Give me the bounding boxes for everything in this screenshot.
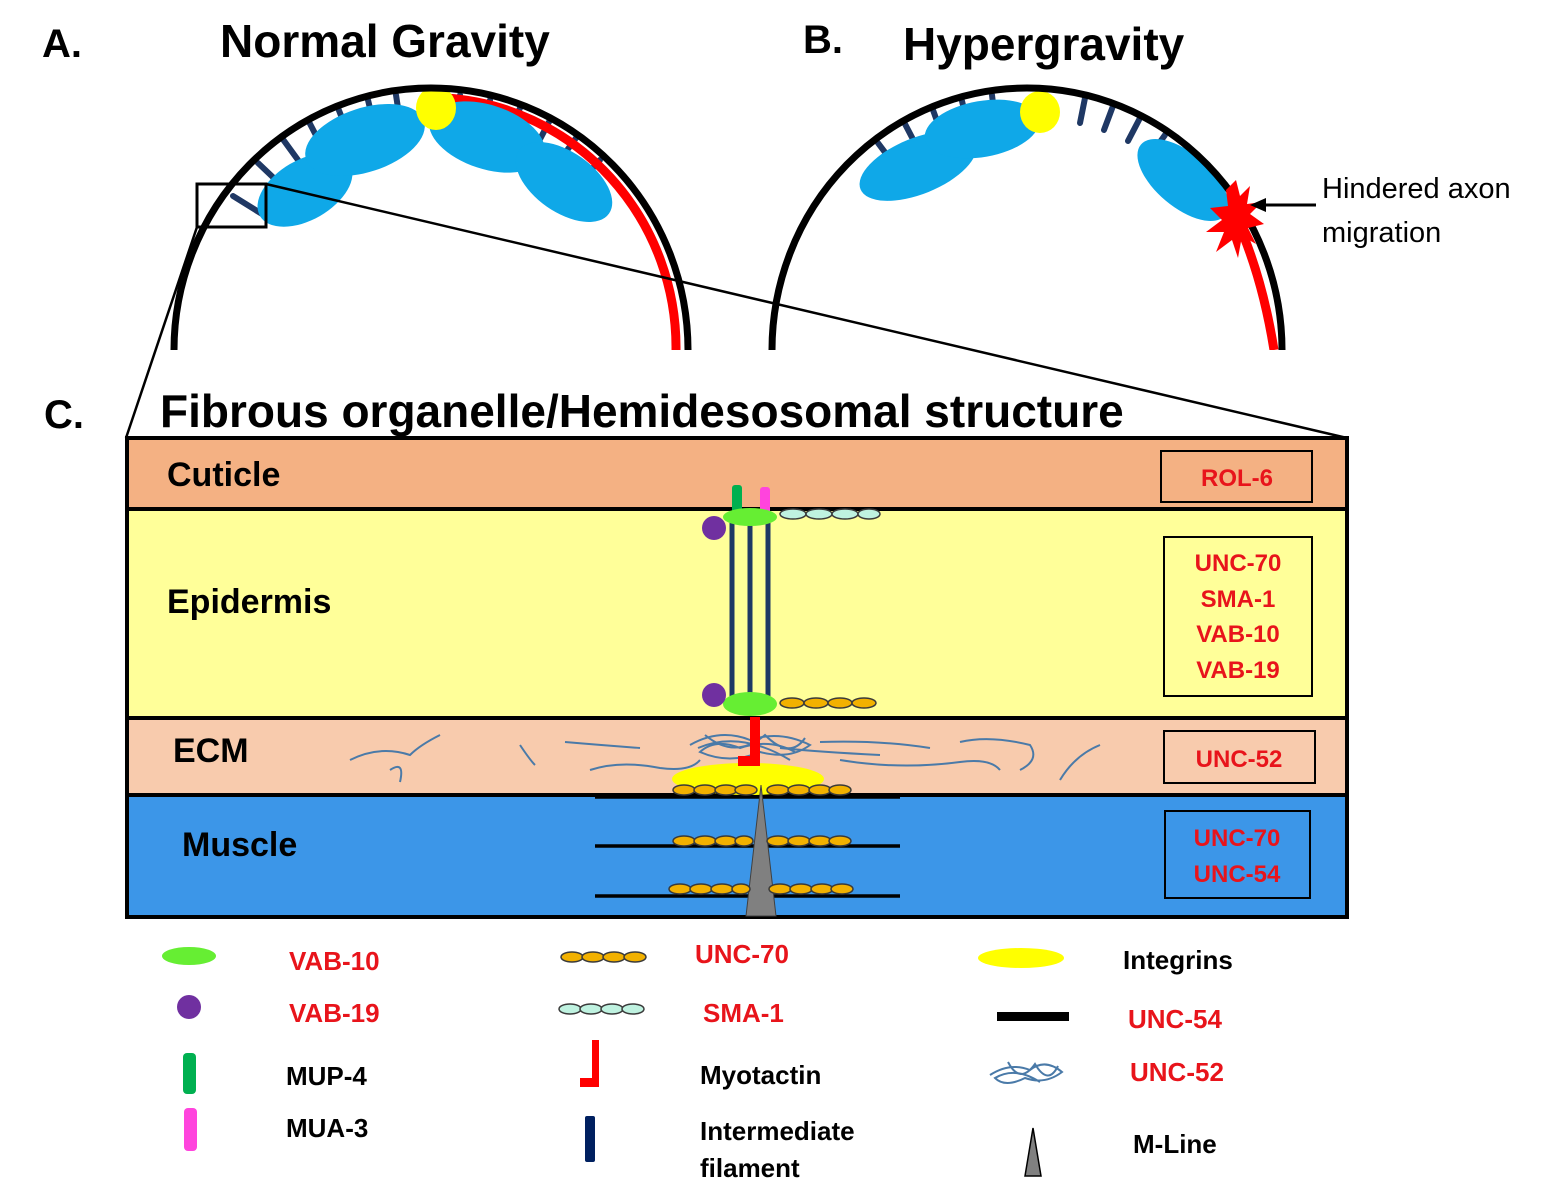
teal-bead-chain-icon [558, 1003, 645, 1015]
panel-b-muscle-cell [924, 99, 1040, 159]
muscle-label: Muscle [182, 826, 297, 864]
muscle-protein: UNC-54 [1194, 861, 1281, 888]
unc-70-chain-epidermis [779, 697, 877, 709]
black-line-icon [997, 1012, 1069, 1021]
panel-b-muscle-cell [1137, 139, 1229, 221]
legend-label: VAB-10 [289, 946, 380, 976]
legend-label: MUP-4 [286, 1061, 367, 1091]
legend-label: SMA-1 [703, 998, 784, 1028]
legend-label: UNC-70 [695, 939, 789, 969]
sma-1-chain [779, 508, 881, 520]
panel-b-integrin [1020, 91, 1060, 133]
panel-c-title: Fibrous organelle/Hemidesosomal structur… [160, 385, 1124, 437]
m-line [745, 784, 777, 917]
panel-b-worm-section [859, 91, 1279, 350]
epidermis-protein: VAB-19 [1196, 657, 1280, 684]
purple-circle-icon [177, 995, 201, 1019]
panel-a-muscle-cell [429, 101, 545, 173]
legend: VAB-10 VAB-19 MUP-4 MUA-3 UNC-70 SMA-1 M… [162, 939, 1233, 1183]
epidermis-protein: VAB-10 [1196, 621, 1280, 648]
orange-bead-chain-icon [560, 951, 647, 963]
annotation-line1: Hindered axon [1322, 173, 1511, 205]
panel-a-muscle-cell [515, 142, 613, 222]
vab-10-bottom [723, 692, 777, 716]
red-l-shape-icon [580, 1040, 599, 1087]
cuticle-protein-box [1160, 450, 1313, 503]
epidermis-protein-box [1163, 536, 1313, 697]
panel-a-muscle-cell [305, 104, 425, 176]
vab-19-bottom [702, 683, 726, 707]
panel-a-title: Normal Gravity [220, 15, 550, 67]
epidermis-protein: SMA-1 [1201, 586, 1276, 613]
navy-bar-icon [585, 1116, 595, 1162]
muscle-protein-box [1164, 810, 1311, 899]
panel-a: A. Normal Gravity [42, 15, 692, 351]
epidermis-layer [127, 509, 1347, 718]
cuticle-label: Cuticle [167, 456, 280, 494]
legend-label: VAB-19 [289, 998, 380, 1028]
ecm-protein-box [1163, 730, 1316, 784]
ecm-protein: UNC-52 [1196, 746, 1283, 773]
zoom-box [195, 182, 268, 229]
intermediate-filament-bundle [729, 518, 771, 702]
ecm-label: ECM [173, 732, 249, 770]
zoom-line-right [265, 182, 1348, 440]
unc-52-tangle [689, 733, 812, 761]
panel-a-letter: A. [42, 22, 82, 66]
green-ellipse-icon [162, 947, 216, 965]
panel-c: C. Fibrous organelle/Hemidesosomal struc… [44, 385, 1349, 919]
legend-label: MUA-3 [286, 1113, 368, 1143]
panel-b-letter: B. [803, 18, 843, 62]
legend-label: filament [700, 1153, 800, 1183]
myotactin [738, 717, 760, 766]
yellow-ellipse-icon [978, 948, 1064, 968]
zoom-line-left [124, 226, 199, 439]
legend-label: Intermediate [700, 1116, 855, 1146]
cuticle-protein: ROL-6 [1201, 465, 1273, 492]
legend-label: M-Line [1133, 1129, 1217, 1159]
panel-b: B. Hypergravity [768, 18, 1511, 351]
legend-label: UNC-54 [1128, 1004, 1222, 1034]
legend-label: Integrins [1123, 945, 1233, 975]
vab-10-top [723, 508, 777, 526]
legend-label: UNC-52 [1130, 1057, 1224, 1087]
green-bar-icon [183, 1053, 196, 1094]
muscle-protein: UNC-70 [1194, 825, 1281, 852]
panel-a-integrin [416, 86, 456, 130]
pink-bar-icon [184, 1108, 197, 1151]
annotation-line2: migration [1322, 217, 1441, 249]
tangle-icon [989, 1061, 1064, 1084]
panel-a-worm-section [230, 86, 681, 350]
panel-b-title: Hypergravity [903, 18, 1185, 70]
epidermis-protein: UNC-70 [1195, 550, 1282, 577]
axon-blockage-burst-icon [1206, 180, 1264, 258]
annotation-arrowhead-icon [1250, 198, 1266, 212]
panel-c-letter: C. [44, 393, 84, 437]
epidermis-label: Epidermis [167, 583, 331, 621]
vab-19-top [702, 516, 726, 540]
legend-label: Myotactin [700, 1060, 821, 1090]
grey-triangle-icon [1024, 1127, 1042, 1177]
unc-70-chain-muscle [668, 784, 854, 895]
